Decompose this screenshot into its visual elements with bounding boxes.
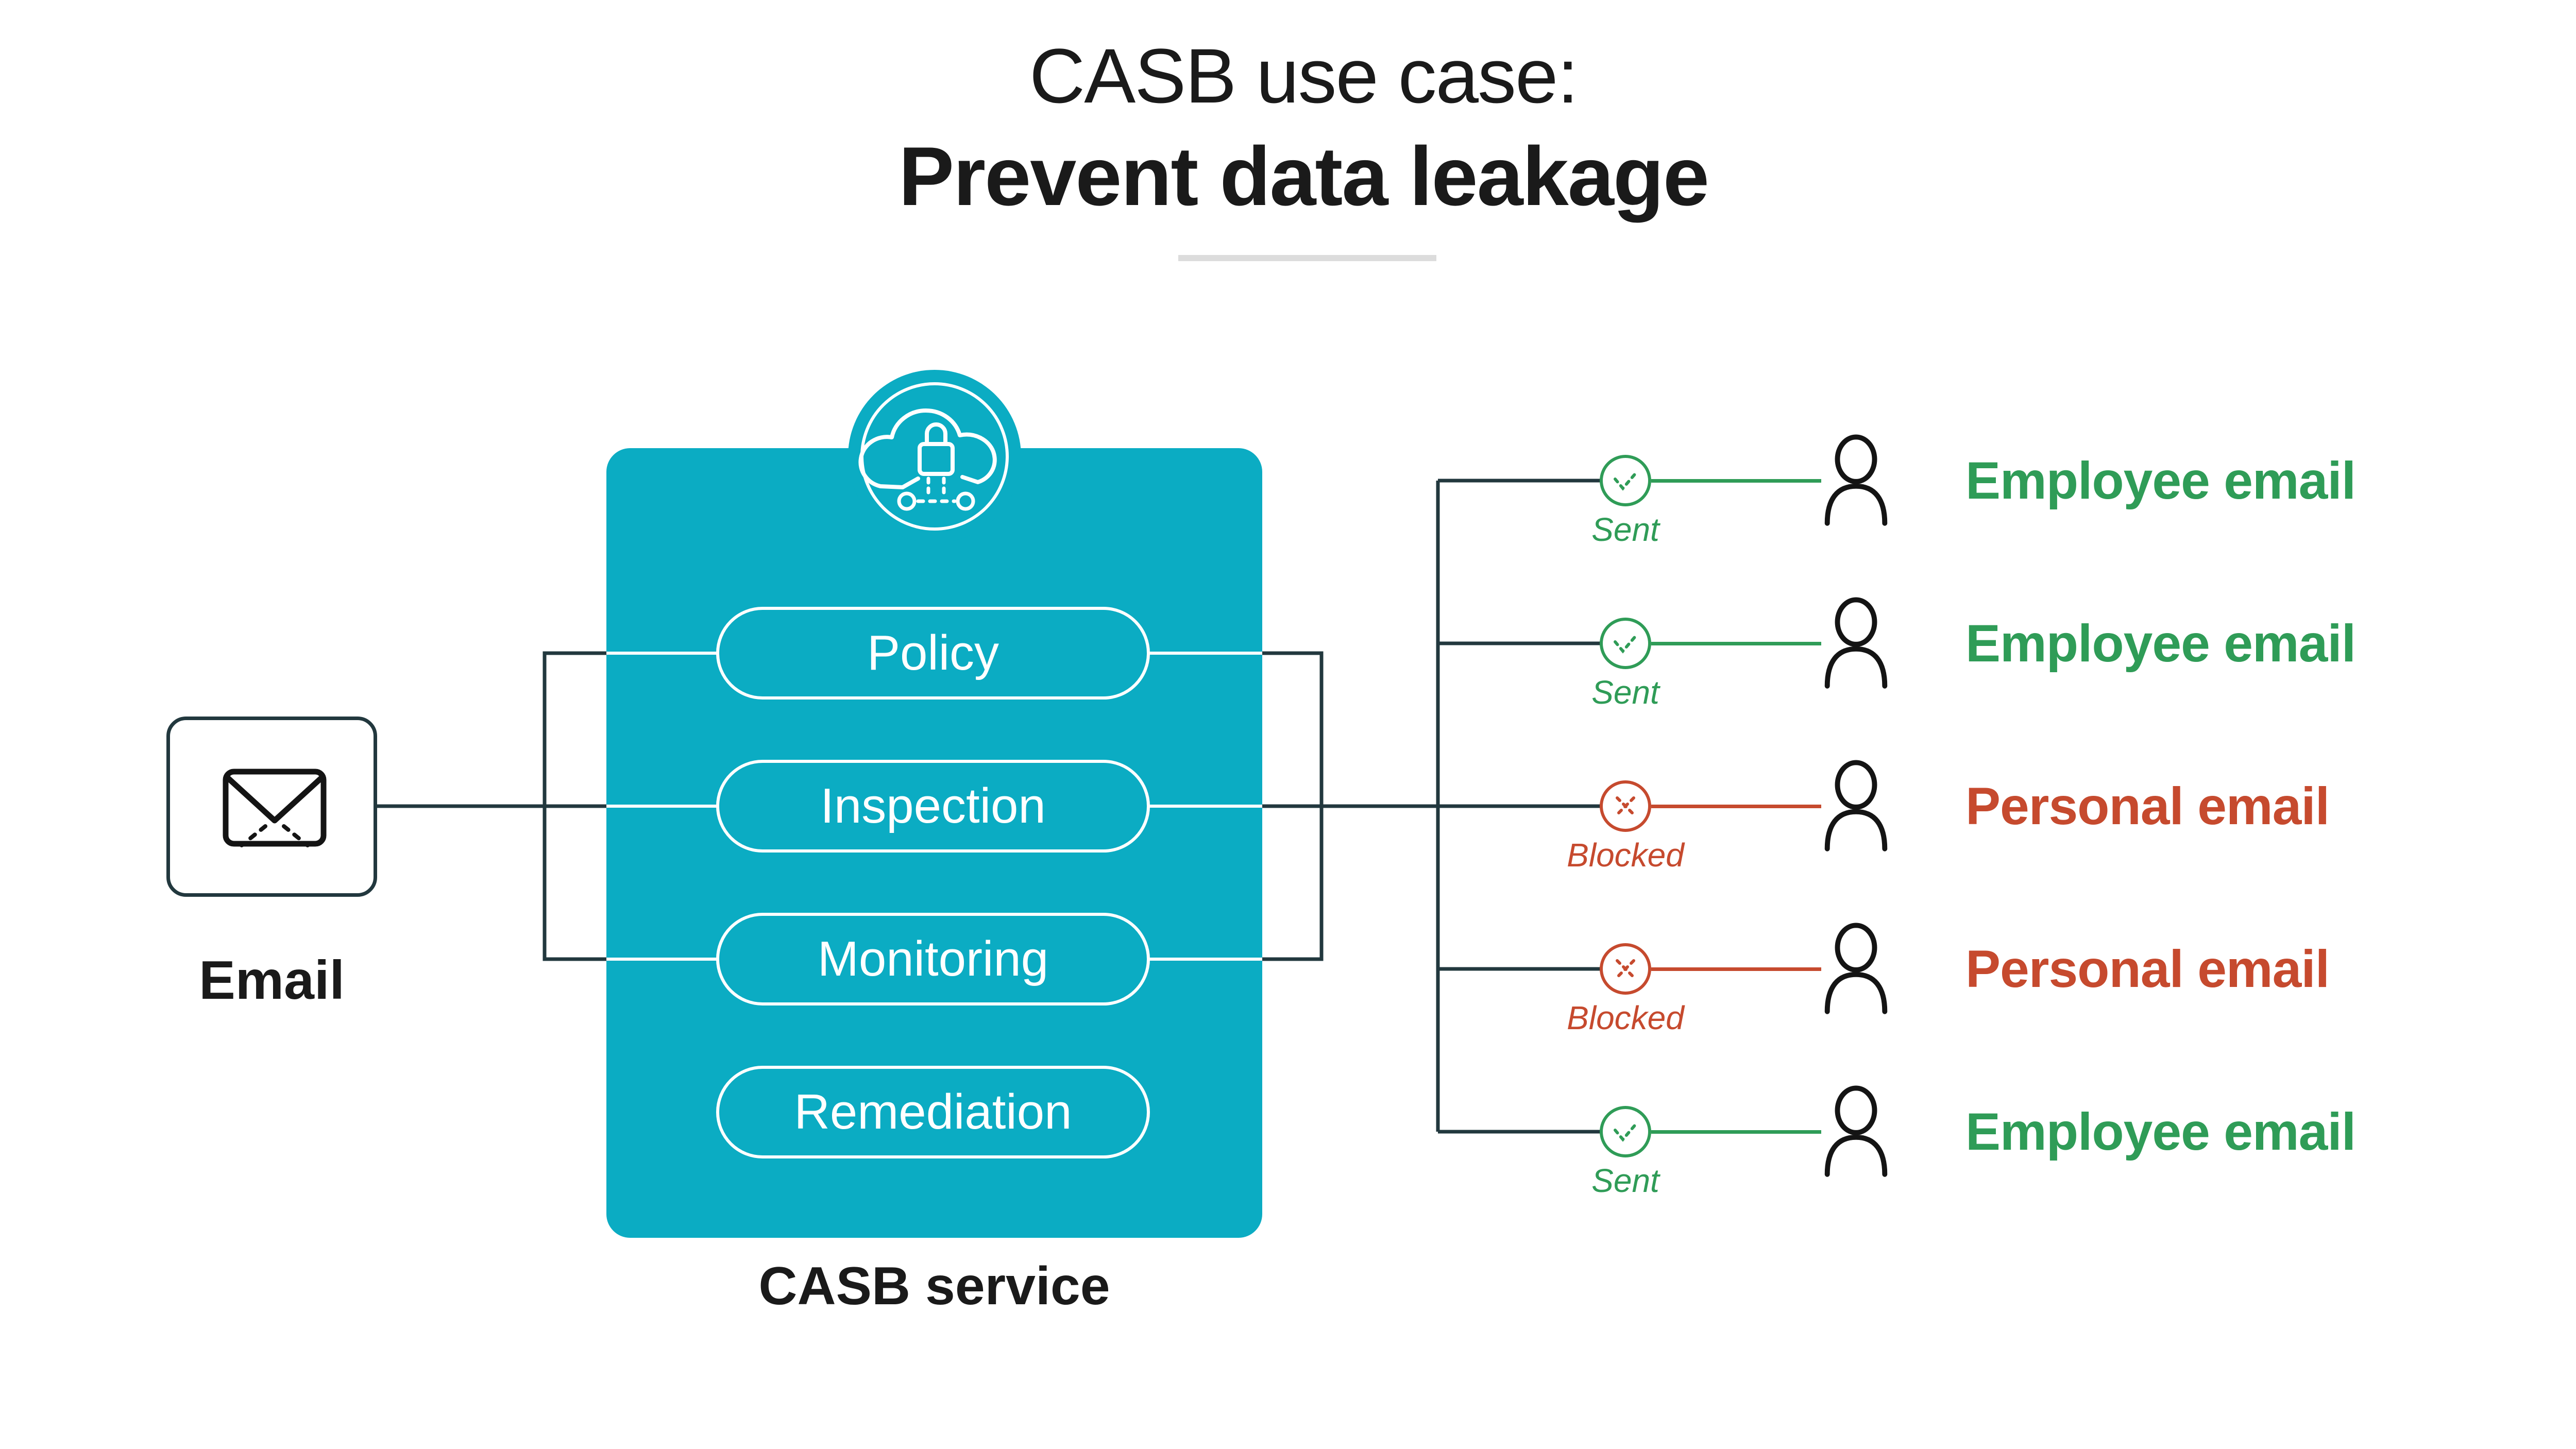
email-source-label: Email [199,950,345,1011]
output-row-3: Blocked Personal email [1567,757,2501,874]
status-icon-wrap: Sent [1591,618,1659,711]
status-connector [1651,967,1821,971]
casb-service-label: CASB service [758,1256,1110,1316]
check-circle-icon [1600,1106,1651,1157]
output-row-2: Sent Employee email [1591,594,2501,711]
output-row-1: Sent Employee email [1591,432,2501,548]
casb-service-box: Policy Inspection Monitoring Remediation [606,448,1262,1238]
pill-label: Remediation [794,1084,1072,1139]
pill-remediation: Remediation [716,1066,1150,1158]
status-icon-wrap: Sent [1591,455,1659,548]
cloud-outline [858,408,997,489]
left-bracket-line [543,651,606,961]
pill-label: Monitoring [817,931,1049,986]
pill-label: Policy [867,625,999,680]
person-icon [1824,1085,1888,1177]
status-connector [1651,804,1821,808]
person-icon [1824,760,1888,851]
status-connector [1651,1130,1821,1134]
output-label: Personal email [1965,939,2330,998]
page-title: CASB use case: [1029,32,1579,119]
cross-circle-icon [1600,943,1651,995]
output-row-4: Blocked Personal email [1567,920,2501,1036]
title-divider [1178,255,1436,261]
pill-inspection: Inspection [716,760,1150,853]
pill-label: Inspection [820,778,1046,833]
lock-body [918,442,955,476]
output-label: Employee email [1965,613,2356,673]
pill-policy: Policy [716,607,1150,700]
status-label: Blocked [1567,999,1684,1036]
network-node-right [956,491,975,511]
envelope-icon [223,769,327,847]
pill-monitoring: Monitoring [716,913,1150,1005]
network-dashed-risers [926,476,946,495]
status-label: Blocked [1567,837,1684,874]
cloud-lock-icon [848,370,1021,543]
output-label: Employee email [1965,451,2356,510]
status-label: Sent [1591,1162,1659,1199]
status-label: Sent [1591,511,1659,548]
email-source-node [166,717,377,897]
output-row-5: Sent Employee email [1591,1083,2501,1199]
network-node-left [897,491,917,511]
output-label: Employee email [1965,1102,2356,1161]
page-subtitle: Prevent data leakage [899,130,1709,223]
check-circle-icon [1600,618,1651,669]
output-label: Personal email [1965,776,2330,836]
cross-circle-icon [1600,780,1651,832]
status-connector [1651,641,1821,645]
person-icon [1824,923,1888,1014]
status-label: Sent [1591,674,1659,711]
person-icon [1824,434,1888,526]
title-block: CASB use case: Prevent data leakage [773,0,1834,288]
lock-shackle [925,422,947,446]
person-icon [1824,597,1888,689]
status-icon-wrap: Blocked [1567,780,1684,874]
status-icon-wrap: Blocked [1567,943,1684,1036]
check-circle-icon [1600,455,1651,506]
status-connector [1651,479,1821,483]
status-icon-wrap: Sent [1591,1106,1659,1199]
